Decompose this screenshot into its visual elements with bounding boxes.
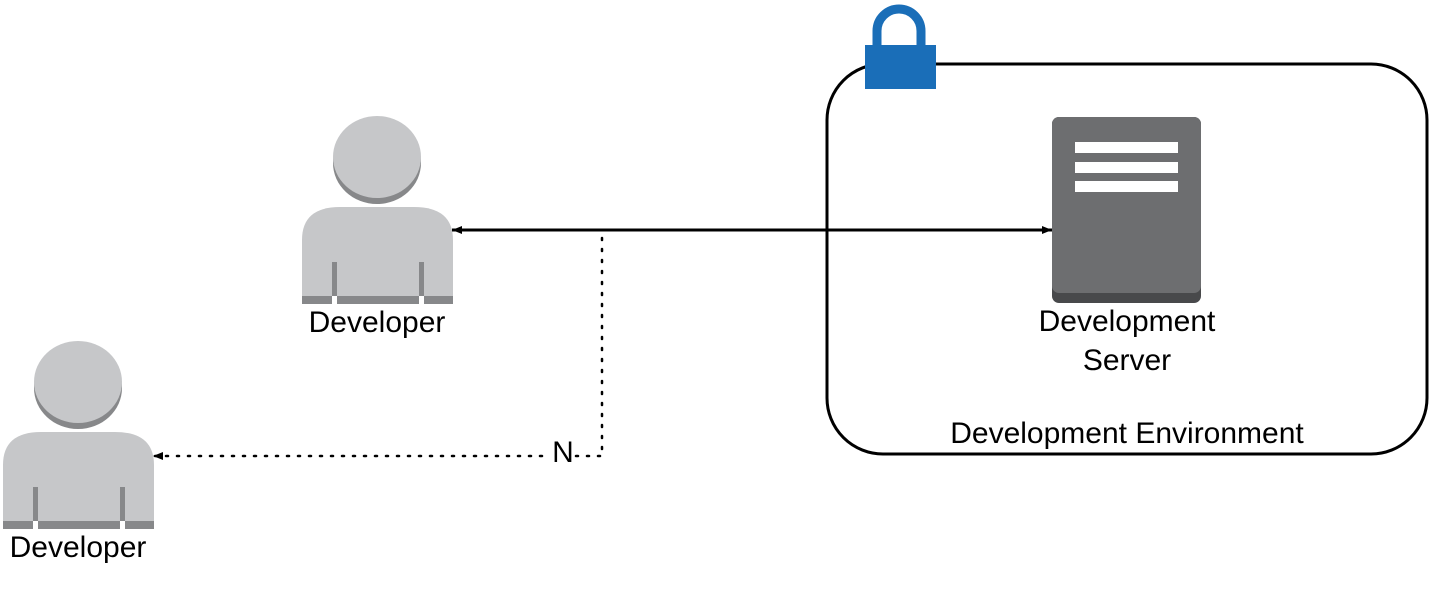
developer-secondary-label: Developer xyxy=(10,531,147,564)
server-label-line1: Development xyxy=(1039,305,1216,338)
developer-icon-main[interactable] xyxy=(302,116,453,304)
notification-connector[interactable] xyxy=(574,236,604,458)
server-label-line2: Server xyxy=(1083,344,1171,377)
notification-edge-label: N xyxy=(552,436,574,469)
environment-boundary[interactable] xyxy=(825,62,1429,456)
developer-main-label: Developer xyxy=(309,306,446,339)
environment-label: Development Environment xyxy=(950,417,1304,450)
lock-icon xyxy=(865,4,936,89)
server-icon[interactable] xyxy=(1052,117,1201,303)
developer-icon-secondary[interactable] xyxy=(3,341,154,529)
